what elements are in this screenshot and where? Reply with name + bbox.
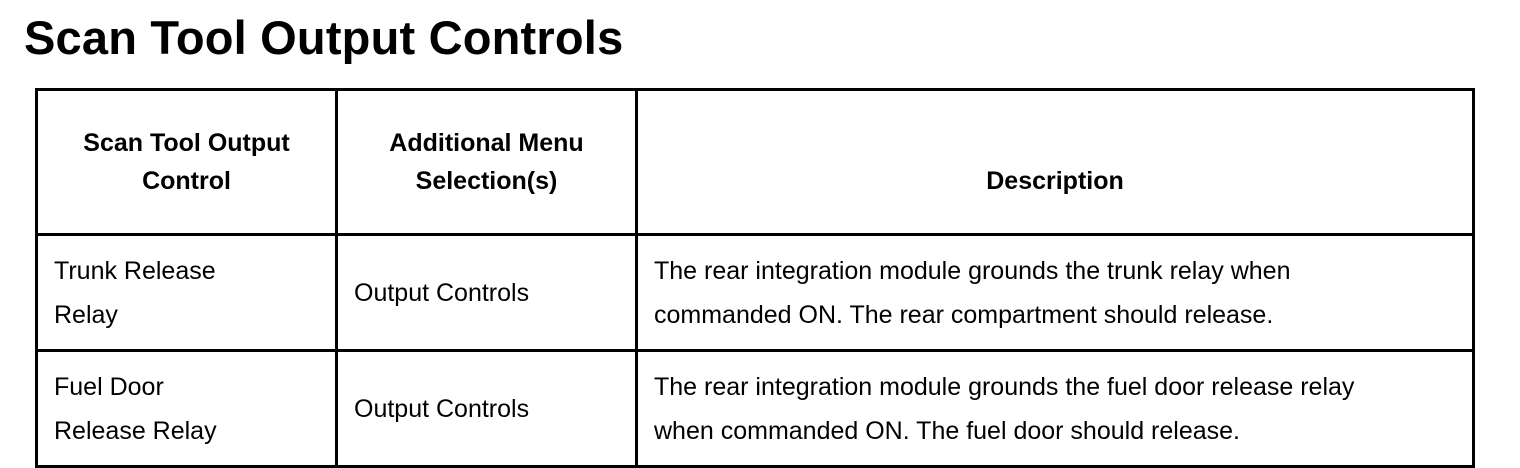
output-controls-table: Scan Tool Output Control Additional Menu…	[35, 88, 1475, 468]
header-label-control: Scan Tool Output Control	[83, 129, 290, 195]
cell-control: Trunk Release Relay	[35, 233, 338, 352]
control-text: Trunk Release Relay	[54, 256, 216, 329]
menu-text: Output Controls	[354, 394, 530, 423]
header-additional-menu-selections: Additional Menu Selection(s)	[335, 88, 638, 236]
header-description: Description	[635, 88, 1475, 236]
description-text: The rear integration module grounds the …	[654, 372, 1355, 445]
header-label-menu: Additional Menu Selection(s)	[389, 129, 584, 195]
cell-description: The rear integration module grounds the …	[635, 233, 1475, 352]
cell-menu: Output Controls	[335, 233, 638, 352]
cell-control: Fuel Door Release Relay	[35, 349, 338, 468]
menu-text: Output Controls	[354, 278, 530, 307]
header-scan-tool-output-control: Scan Tool Output Control	[35, 88, 338, 236]
page-title: Scan Tool Output Controls	[24, 11, 624, 64]
table-header: Scan Tool Output Control Additional Menu…	[35, 88, 1475, 236]
control-text: Fuel Door Release Relay	[54, 372, 217, 445]
cell-menu: Output Controls	[335, 349, 638, 468]
table-body: Trunk Release Relay Output Controls The …	[35, 233, 1475, 468]
header-label-description: Description	[986, 167, 1124, 195]
table-row: Trunk Release Relay Output Controls The …	[35, 233, 1475, 352]
table-row: Fuel Door Release Relay Output Controls …	[35, 349, 1475, 468]
header-row: Scan Tool Output Control Additional Menu…	[35, 88, 1475, 236]
description-text: The rear integration module grounds the …	[654, 256, 1291, 329]
cell-description: The rear integration module grounds the …	[635, 349, 1475, 468]
